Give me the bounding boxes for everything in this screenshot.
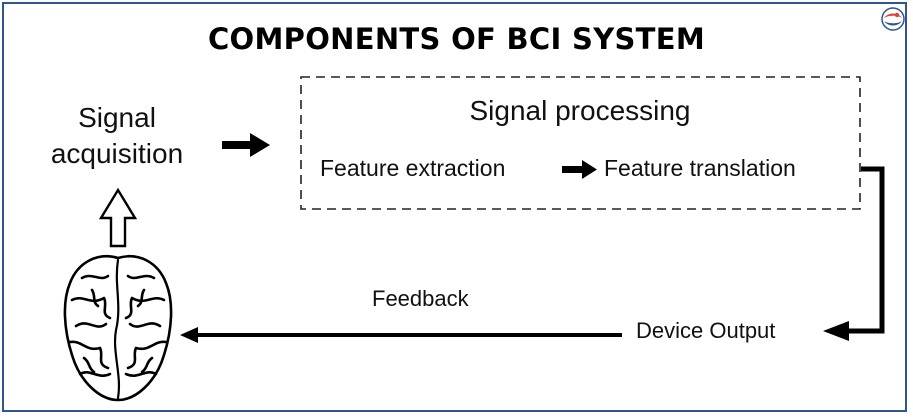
feature-extraction-label: Feature extraction [320, 155, 506, 181]
feedback-label: Feedback [372, 286, 469, 311]
arrowhead-to-device-output [823, 321, 849, 341]
signal-acquisition-line2: acquisition [50, 138, 184, 169]
connector-translation-to-output [845, 166, 885, 334]
feedback-arrowhead [180, 327, 198, 343]
signal-acquisition-line1: Signal [78, 102, 156, 133]
arrow-extraction-to-translation [562, 160, 597, 179]
signal-acquisition-label: Signal acquisition [22, 100, 212, 172]
diagram-frame [2, 2, 907, 412]
signal-processing-label: Signal processing [469, 95, 691, 126]
signal-processing-box [300, 76, 861, 210]
logo-icon [881, 7, 905, 31]
arrow-acquisition-to-processing [222, 133, 270, 157]
brain-icon [63, 255, 173, 402]
feature-translation-label: Feature translation [604, 155, 796, 181]
arrow-brain-to-acquisition [98, 187, 138, 248]
device-output-label: Device Output [636, 318, 776, 343]
diagram-title: COMPONENTS OF BCI SYSTEM [207, 22, 706, 56]
